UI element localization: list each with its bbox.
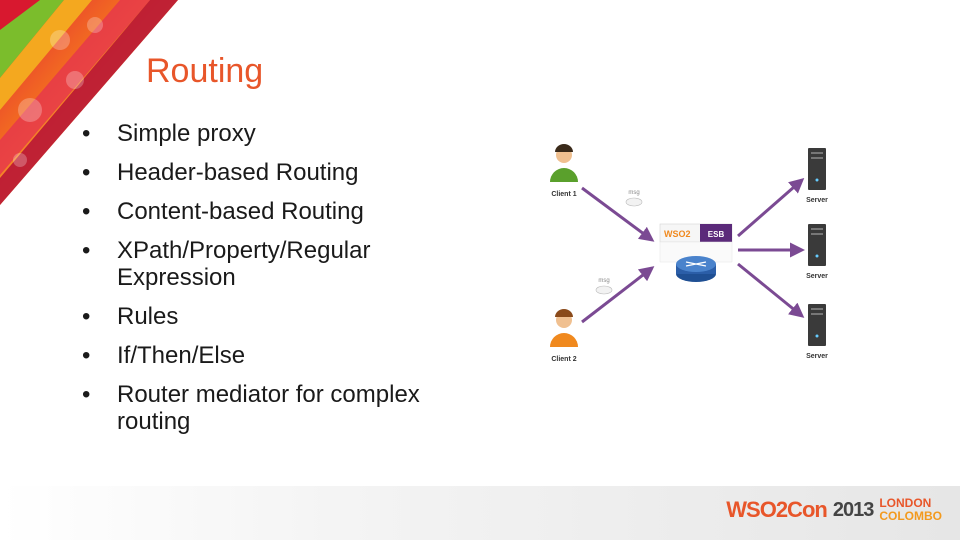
esb-box: [659, 223, 733, 263]
logo-brand: WSO2Con: [726, 497, 828, 522]
bullet-item: Router mediator for complex routing: [82, 381, 482, 435]
slide-title: Routing: [146, 52, 264, 90]
bullet-list: Simple proxy Header-based Routing Conten…: [82, 120, 482, 447]
bullet-item: Header-based Routing: [82, 159, 482, 186]
bullet-item: Rules: [82, 303, 482, 330]
message-label: msg: [628, 190, 639, 196]
bullet-item: XPath/Property/Regular Expression: [82, 237, 482, 291]
server-icon: [808, 224, 826, 266]
client-2-label: Client 2: [551, 356, 576, 363]
logo-year: 2013: [832, 498, 874, 521]
router-icon: [676, 256, 716, 282]
server-label: Server: [806, 273, 828, 280]
logo-city-london: LONDON: [879, 496, 932, 510]
server-icon: [808, 148, 826, 190]
client-1-person-icon: [550, 144, 578, 182]
decorative-corner-graphic: [0, 0, 178, 205]
client-1-label: Client 1: [551, 191, 576, 198]
arrows: [581, 178, 805, 324]
bullet-item: If/Then/Else: [82, 342, 482, 369]
esb-label: ESB: [708, 230, 725, 239]
server-icon: [808, 304, 826, 346]
routing-diagram: Client 1 Client 2 msg msg WSO2 ESB Serve…: [550, 144, 828, 363]
bullet-item: Content-based Routing: [82, 198, 482, 225]
wso2con-logo: WSO2Con 2013 LONDON COLOMBO: [726, 492, 942, 528]
esb-brand: WSO2: [664, 229, 691, 239]
server-label: Server: [806, 353, 828, 360]
logo-cities: LONDON COLOMBO: [879, 497, 942, 523]
footer-bar: WSO2Con 2013 LONDON COLOMBO: [0, 486, 960, 540]
client-2-person-icon: [550, 309, 578, 347]
message-label: msg: [598, 278, 609, 284]
message-envelope-icon: [595, 285, 613, 295]
bullet-item: Simple proxy: [82, 120, 482, 147]
message-envelope-icon: [625, 197, 643, 207]
logo-city-colombo: COLOMBO: [879, 509, 942, 523]
server-label: Server: [806, 197, 828, 204]
